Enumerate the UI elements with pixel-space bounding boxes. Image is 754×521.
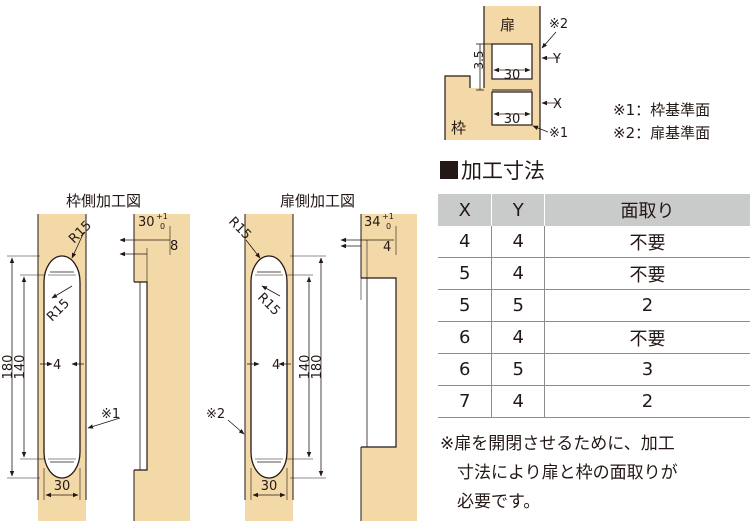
frame-dim-4: 4 xyxy=(53,358,61,373)
cell-y: 5 xyxy=(491,353,545,386)
note-line-2: 寸法により扉と枠の面取りが xyxy=(457,463,678,483)
frame-dim-8: 8 xyxy=(170,239,178,254)
cell-chamfer: 3 xyxy=(544,353,750,386)
inset-door-char: 扉 xyxy=(500,16,515,34)
cell-x: 4 xyxy=(438,226,492,258)
inset-mark-2: ※2 xyxy=(549,17,568,32)
frame-pocket-slot xyxy=(43,255,81,479)
door-dim-30-bottom: 30 xyxy=(261,479,278,494)
note-line-1: ※扉を開閉させるために、加工 xyxy=(440,434,675,454)
inset-diagram: 扉 枠 30 30 3.5 Y X ※2 ※1 xyxy=(444,6,568,141)
inset-label-y: Y xyxy=(552,52,561,67)
inset-label-x: X xyxy=(553,97,562,112)
door-section-pocket xyxy=(361,277,397,448)
door-side-title: 扉側加工図 xyxy=(280,192,355,210)
header-x: X xyxy=(438,194,492,226)
cell-x: 7 xyxy=(438,385,492,418)
cell-y: 4 xyxy=(491,321,545,354)
spec-table-title-text: 加工寸法 xyxy=(461,159,545,183)
door-tol-plus: +1 xyxy=(382,212,394,221)
legend-line-2: ※2：扉基準面 xyxy=(613,124,710,142)
note-line-3: 必要です。 xyxy=(457,492,541,512)
inset-dim-30-top: 30 xyxy=(504,68,521,83)
cell-y: 4 xyxy=(491,226,545,258)
frame-section-wood xyxy=(134,214,190,521)
door-mark-2: ※2 xyxy=(206,407,225,422)
door-tol-zero: 0 xyxy=(386,222,391,231)
cell-chamfer: 2 xyxy=(544,289,750,322)
door-section-wood xyxy=(361,214,417,521)
title-square-icon xyxy=(440,161,458,179)
door-dim-180: 180 xyxy=(310,355,325,380)
inset-frame-pocket xyxy=(491,91,533,126)
spec-table-header-row: X Y 面取り xyxy=(438,194,750,226)
frame-section-pocket xyxy=(134,281,148,471)
header-chamfer: 面取り xyxy=(544,194,750,226)
cell-y: 4 xyxy=(491,385,545,418)
frame-tol-plus: +1 xyxy=(156,212,168,221)
cell-y: 5 xyxy=(491,289,545,322)
frame-tol-zero: 0 xyxy=(160,222,165,231)
cell-chamfer: 2 xyxy=(544,385,750,418)
door-dim-4: 4 xyxy=(272,358,280,373)
frame-dim-30-top: 30 xyxy=(138,215,155,230)
legend-line-1: ※1：枠基準面 xyxy=(613,101,710,119)
cell-y: 4 xyxy=(491,257,545,290)
frame-dim-180: 180 xyxy=(1,355,16,380)
inset-mark-1: ※1 xyxy=(549,126,568,141)
door-pocket-slot xyxy=(250,255,288,479)
cell-chamfer: 不要 xyxy=(544,226,750,258)
door-dim-140: 140 xyxy=(298,355,313,380)
cell-x: 6 xyxy=(438,353,492,386)
door-dim-34-top: 34 xyxy=(364,215,381,230)
inset-door-pocket xyxy=(491,43,533,80)
spec-table-title: 加工寸法 xyxy=(440,155,545,185)
cell-x: 6 xyxy=(438,321,492,354)
frame-dim-30-bottom: 30 xyxy=(54,479,71,494)
header-y: Y xyxy=(491,194,545,226)
frame-dim-140: 140 xyxy=(13,355,28,380)
frame-side-title: 枠側加工図 xyxy=(66,192,141,210)
door-side-drawing: 140 180 R15 R15 4 30 ※2 34 +1 0 4 xyxy=(206,212,417,521)
inset-dim-30-bottom: 30 xyxy=(504,112,521,127)
cell-x: 5 xyxy=(438,289,492,322)
inset-dim-3-5: 3.5 xyxy=(472,50,486,69)
cell-x: 5 xyxy=(438,257,492,290)
inset-frame-char: 枠 xyxy=(451,119,466,137)
frame-side-drawing: 180 140 R15 R15 4 30 ※1 30 +1 0 8 xyxy=(1,212,190,521)
cell-chamfer: 不要 xyxy=(544,257,750,290)
chamfer-note: ※扉を開閉させるために、加工 寸法により扉と枠の面取りが 必要です。 xyxy=(440,430,754,517)
frame-mark-1: ※1 xyxy=(101,407,120,422)
cell-chamfer: 不要 xyxy=(544,321,750,354)
door-dim-4-top: 4 xyxy=(383,240,391,255)
